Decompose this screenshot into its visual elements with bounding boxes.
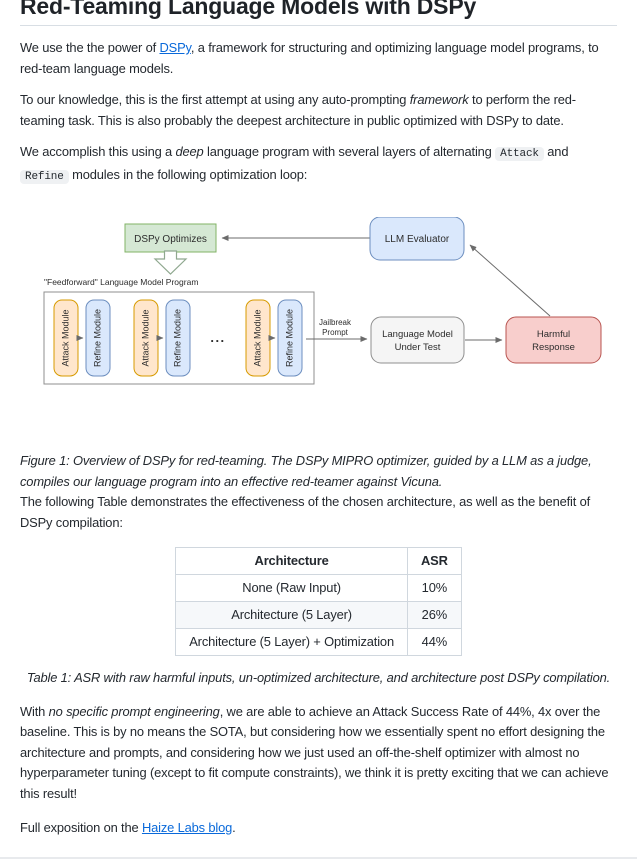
architecture-cell: Architecture (5 Layer) xyxy=(175,601,408,629)
haize-labs-blog-link[interactable]: Haize Labs blog xyxy=(141,820,233,835)
footer-text-before: Full exposition on the xyxy=(20,820,142,835)
framework-italic: framework xyxy=(409,92,469,107)
attack-module-3: Attack Module xyxy=(245,299,271,377)
asr-cell: 10% xyxy=(406,574,462,602)
refine-module-3-label: Refine Module xyxy=(284,309,294,367)
architecture-header: Architecture xyxy=(175,547,408,575)
accomplish-text-3: and xyxy=(543,144,569,159)
knowledge-text-after: to perform the red-teaming task. This is… xyxy=(20,92,576,128)
title-divider xyxy=(20,25,617,26)
refine-code-span: Refine xyxy=(20,169,69,184)
attack-module-3-label: Attack Module xyxy=(252,309,262,366)
knowledge-paragraph: To our knowledge, this is the first atte… xyxy=(20,90,617,131)
lm-label-line2: Under Test xyxy=(395,342,441,353)
table-row: Architecture (5 Layer) + Optimization 44… xyxy=(175,628,462,656)
table-row: None (Raw Input) 10% xyxy=(175,574,462,602)
bottom-divider xyxy=(0,856,637,859)
prompt-engineering-italic: no specific prompt engineering xyxy=(48,703,220,719)
intro-text-after: , a framework for structuring and optimi… xyxy=(20,40,599,76)
deep-italic: deep xyxy=(175,144,204,159)
table-caption-text: Table 1: ASR with raw harmful inputs, un… xyxy=(26,670,611,685)
architecture-cell: Architecture (5 Layer) + Optimization xyxy=(175,628,408,656)
architecture-cell: None (Raw Input) xyxy=(175,574,408,602)
harmful-response-box: Harmful Response xyxy=(505,316,602,364)
modules-ellipsis: ... xyxy=(210,330,225,345)
dspy-loop-diagram: DSPy Optimizes LLM Evaluator "Feedforwar… xyxy=(43,217,602,385)
dspy-optimizes-box: DSPy Optimizes xyxy=(124,223,217,253)
results-table: Architecture ASR None (Raw Input) 10% Ar… xyxy=(175,547,462,656)
intro-paragraph: We use the the power of DSPy, a framewor… xyxy=(20,38,617,79)
table-row: Architecture (5 Layer) 26% xyxy=(175,601,462,629)
llm-evaluator-box: LLM Evaluator xyxy=(369,217,465,261)
table-header-row: Architecture ASR xyxy=(175,547,462,575)
attack-module-2: Attack Module xyxy=(133,299,159,377)
refine-module-2: Refine Module xyxy=(165,299,191,377)
attack-module-1-label: Attack Module xyxy=(60,309,70,366)
refine-module-1: Refine Module xyxy=(85,299,111,377)
llm-evaluator-label: LLM Evaluator xyxy=(385,234,450,245)
title-clip: Red-Teaming Language Models with DSPy xyxy=(20,0,617,19)
jailbreak-label-line2: Prompt xyxy=(322,328,349,337)
response-to-evaluator-arrow xyxy=(469,244,551,317)
knowledge-text-before: To our knowledge, this is the first atte… xyxy=(20,92,410,107)
footer-paragraph: Full exposition on the Haize Labs blog. xyxy=(20,818,617,839)
figure-caption: Figure 1: Overview of DSPy for red-teami… xyxy=(20,451,617,492)
figure-diagram: DSPy Optimizes LLM Evaluator "Feedforwar… xyxy=(38,217,617,407)
asr-cell: 44% xyxy=(406,628,462,656)
footer-text-after: . xyxy=(232,820,236,835)
lm-label-line1: Language Model xyxy=(382,329,453,340)
results-text-after: , we are able to achieve an Attack Succe… xyxy=(20,703,609,801)
accomplish-text-1: We accomplish this using a xyxy=(20,144,176,159)
accomplish-text-4: modules in the following optimization lo… xyxy=(68,166,308,182)
asr-cell: 26% xyxy=(406,601,462,629)
dspy-link[interactable]: DSPy xyxy=(159,40,191,55)
asr-header: ASR xyxy=(406,547,462,575)
refine-module-3: Refine Module xyxy=(277,299,303,377)
feedforward-program-label: "Feedforward" Language Model Program xyxy=(44,277,198,287)
accomplish-paragraph: We accomplish this using a deep language… xyxy=(20,142,617,187)
figure-caption-text: Figure 1: Overview of DSPy for red-teami… xyxy=(20,453,592,489)
optimizer-down-arrow-icon xyxy=(153,250,188,275)
attack-code-span: Attack xyxy=(495,147,544,161)
results-paragraph: With no specific prompt engineering, we … xyxy=(20,702,617,805)
attack-module-1: Attack Module xyxy=(53,299,79,377)
jailbreak-label-line1: Jailbreak xyxy=(319,318,352,327)
results-text-before: With xyxy=(20,703,49,719)
accomplish-text-2: language program with several layers of … xyxy=(203,144,496,159)
harmful-label-line1: Harmful xyxy=(537,329,570,340)
dspy-optimizes-label: DSPy Optimizes xyxy=(134,234,207,245)
language-model-under-test-box: Language Model Under Test xyxy=(370,316,465,364)
attack-module-2-label: Attack Module xyxy=(140,309,150,366)
harmful-label-line2: Response xyxy=(532,342,575,353)
intro-text-before: We use the the power of xyxy=(20,40,160,55)
table-caption: Table 1: ASR with raw harmful inputs, un… xyxy=(20,668,617,689)
refine-module-1-label: Refine Module xyxy=(92,309,102,367)
table-intro-paragraph: The following Table demonstrates the eff… xyxy=(20,494,591,530)
page-title: Red-Teaming Language Models with DSPy xyxy=(20,0,477,19)
refine-module-2-label: Refine Module xyxy=(172,309,182,367)
